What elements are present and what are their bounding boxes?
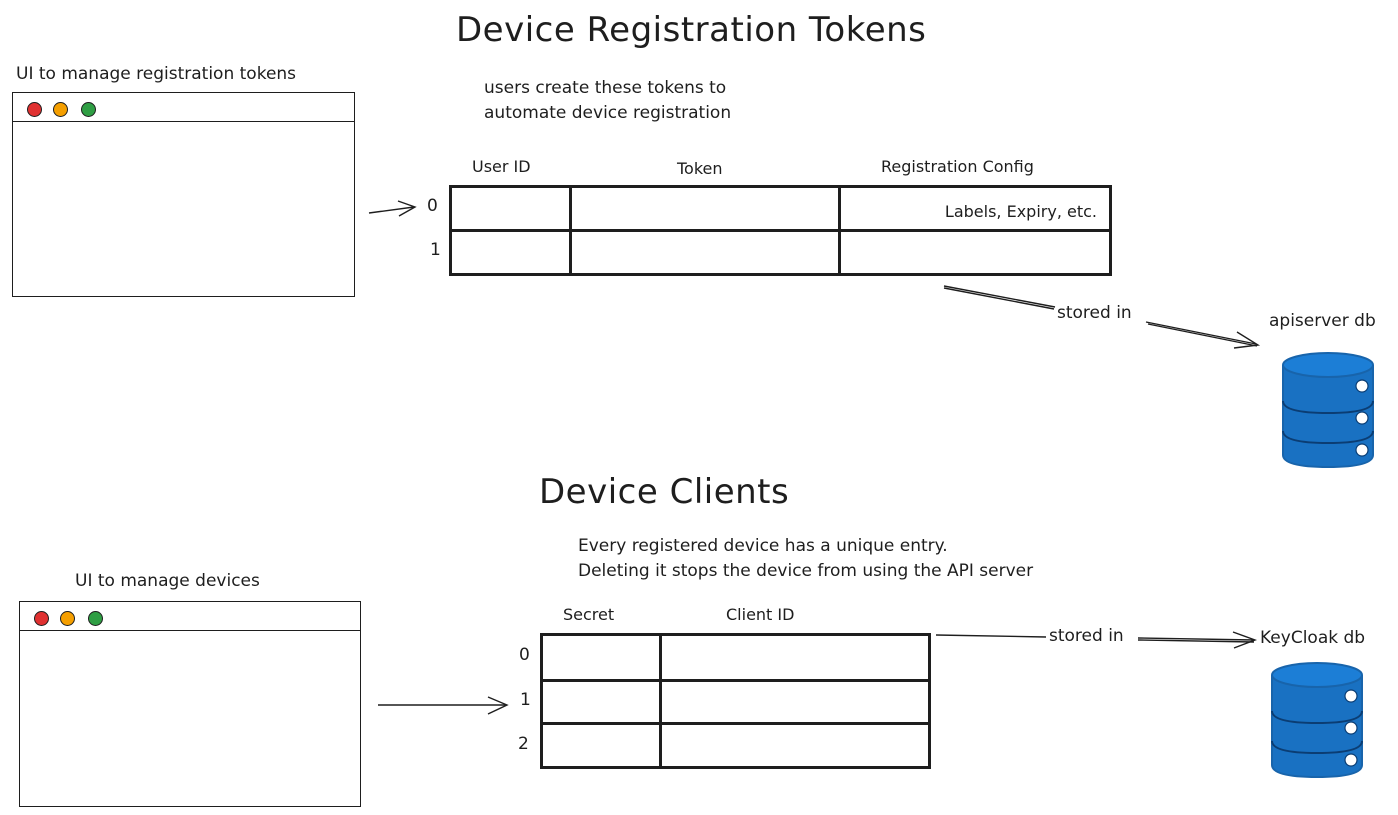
registration-ui-label: UI to manage registration tokens: [16, 64, 297, 84]
column-header-registration-config: Registration Config: [881, 157, 1034, 176]
window-maximize-dot: [88, 611, 103, 626]
table-cell: Labels, Expiry, etc.: [838, 185, 1112, 232]
window-minimize-dot: [60, 611, 75, 626]
arrow-registration-to-apiserver-db: [943, 285, 1261, 349]
table-cell: [569, 229, 841, 276]
apiserver-db-label: apiserver db: [1269, 311, 1376, 331]
window-close-dot: [27, 102, 42, 117]
row-index: 0: [519, 645, 530, 665]
table-cell: [540, 633, 662, 682]
arrow-ui-to-registration-table: [368, 200, 417, 217]
arrow-clients-to-keycloak-db: [935, 631, 1258, 649]
registration-note-line1: users create these tokens to: [484, 78, 727, 98]
window-minimize-dot: [53, 102, 68, 117]
browser-window-icon: [19, 601, 361, 807]
column-header-user-id: User ID: [472, 157, 531, 176]
table-cell: [659, 679, 931, 725]
registration-note-line2: automate device registration: [484, 103, 732, 123]
column-header-secret: Secret: [563, 605, 615, 624]
clients-title: Device Clients: [539, 472, 790, 512]
keycloak-db-label: KeyCloak db: [1260, 628, 1366, 648]
browser-window-icon: [12, 92, 355, 297]
table-cell: [838, 229, 1112, 276]
table-cell: [540, 722, 662, 769]
window-titlebar-divider: [13, 121, 354, 122]
row-index: 2: [518, 734, 529, 754]
table-cell: [540, 679, 662, 725]
column-header-client-id: Client ID: [726, 605, 795, 624]
column-header-token: Token: [677, 159, 723, 178]
table-cell: [659, 722, 931, 769]
row-index: 0: [427, 196, 438, 216]
database-icon: [1282, 352, 1374, 469]
table-cell: [659, 633, 931, 682]
table-cell: [569, 185, 841, 232]
clients-note-line2: Deleting it stops the device from using …: [578, 561, 1034, 581]
registration-title: Device Registration Tokens: [456, 10, 927, 50]
edge-label-stored-in: stored in: [1049, 626, 1124, 646]
table-cell: [449, 185, 572, 232]
row-index: 1: [520, 690, 531, 710]
window-titlebar-divider: [20, 630, 360, 631]
clients-ui-label: UI to manage devices: [75, 571, 260, 591]
table-cell: [449, 229, 572, 276]
table-cell-text: Labels, Expiry, etc.: [944, 202, 1097, 221]
edge-label-stored-in: stored in: [1057, 303, 1132, 323]
window-close-dot: [34, 611, 49, 626]
clients-note-line1: Every registered device has a unique ent…: [578, 536, 948, 556]
row-index: 1: [430, 240, 441, 260]
arrow-ui-to-clients-table: [378, 696, 509, 715]
database-icon: [1271, 662, 1363, 779]
window-maximize-dot: [81, 102, 96, 117]
